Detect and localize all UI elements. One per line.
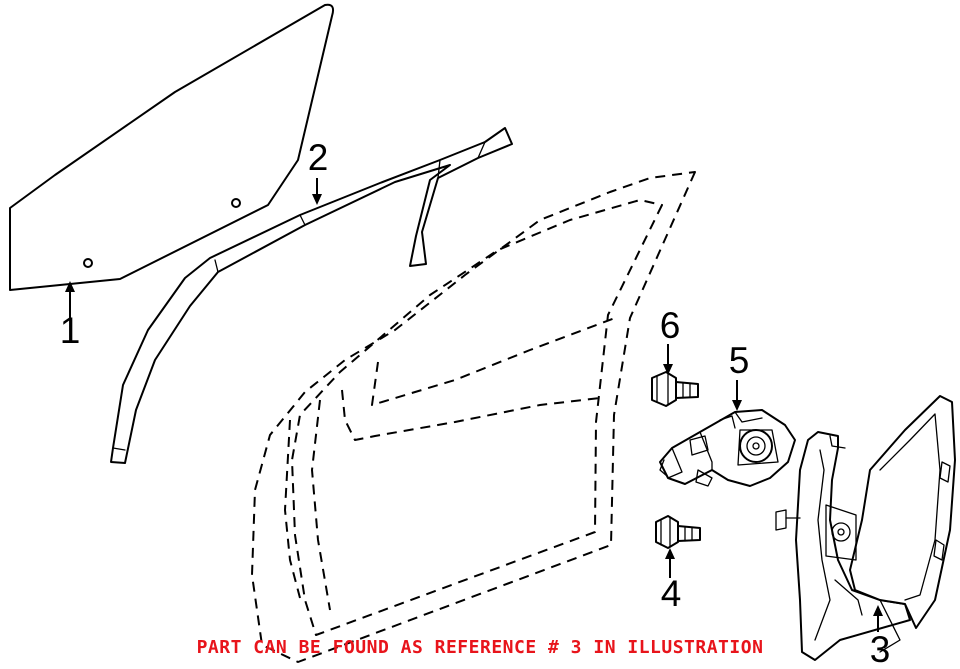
callout-number-2: 2 (308, 137, 329, 178)
callout-2: 2 (308, 137, 329, 205)
callout-5: 5 (729, 340, 750, 411)
glass-run-channel (110, 127, 513, 464)
callout-6: 6 (660, 305, 681, 375)
callout-1: 1 (60, 281, 81, 351)
bolt-upper (651, 371, 699, 407)
callout-3: 3 (870, 605, 891, 669)
regulator-motor (659, 409, 796, 487)
callout-number-1: 1 (60, 310, 81, 351)
window-regulator (775, 395, 956, 661)
callout-number-3: 3 (870, 629, 891, 669)
door-shell-outline (251, 171, 696, 663)
callout-number-6: 6 (660, 305, 681, 346)
callout-number-5: 5 (729, 340, 750, 381)
bolt-lower (655, 515, 701, 549)
callout-4: 4 (661, 548, 682, 614)
callout-number-4: 4 (661, 573, 682, 614)
door-glass (9, 3, 335, 291)
reference-notice: PART CAN BE FOUND AS REFERENCE # 3 IN IL… (196, 637, 764, 658)
